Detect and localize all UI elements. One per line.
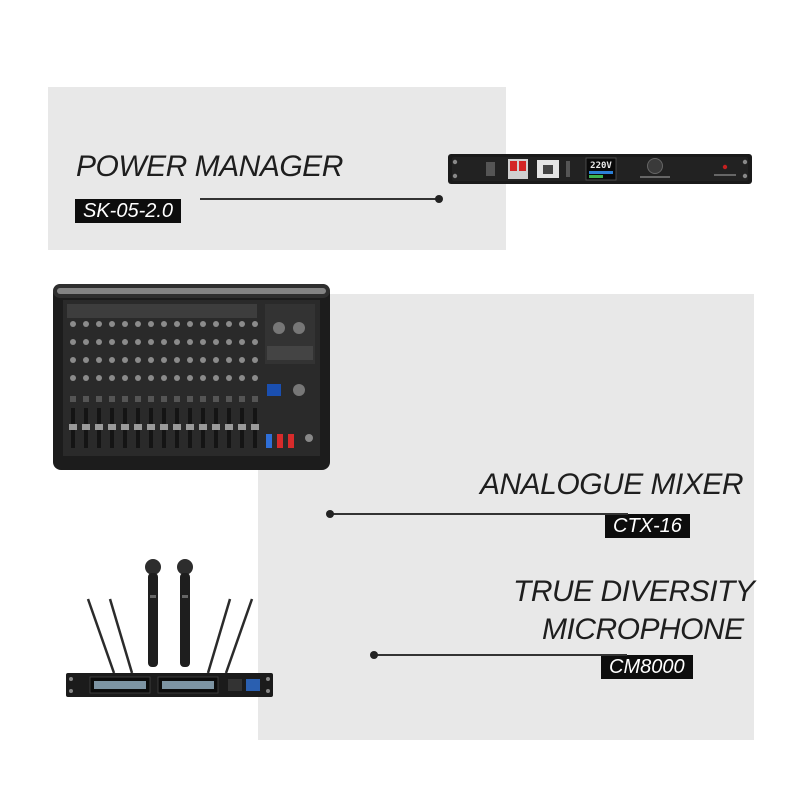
microphone-model-tag: CM8000 xyxy=(601,655,693,679)
microphone-title-line-2: MICROPHONE xyxy=(542,613,744,646)
power-manager-leader-line xyxy=(200,198,438,200)
analogue-mixer-leader-dot xyxy=(326,509,334,518)
analogue-mixer-title: ANALOGUE MIXER xyxy=(480,468,744,501)
microphone-title-line-1: TRUE DIVERSITY xyxy=(513,575,755,608)
analogue-mixer-model-tag: CTX-16 xyxy=(605,514,690,538)
power-manager-model-tag: SK-05-2.0 xyxy=(75,199,182,223)
voltage-readout: 220V xyxy=(590,161,612,171)
microphone-leader-line xyxy=(375,654,627,656)
analogue-mixer-leader-line xyxy=(330,513,628,515)
analogue-mixer-device-image xyxy=(53,284,330,470)
power-manager-title: POWER MANAGER xyxy=(76,150,343,183)
wireless-microphone-device-image xyxy=(66,559,273,697)
power-manager-leader-dot xyxy=(435,194,443,203)
microphone-leader-dot xyxy=(370,650,378,659)
power-manager-device-image: 220V xyxy=(448,154,752,184)
